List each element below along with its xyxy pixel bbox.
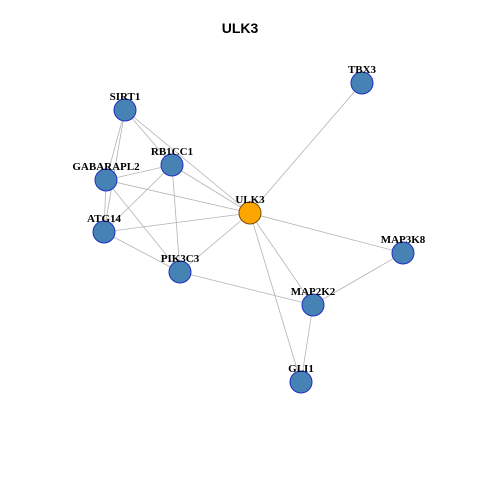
node-rb1cc1: RB1CC1	[151, 146, 193, 177]
node-label: RB1CC1	[151, 146, 193, 158]
node-sirt1: SIRT1	[110, 91, 141, 122]
edge-ulk3-atg14	[103, 212, 251, 233]
node-label: GLI1	[288, 363, 314, 375]
edges-layer	[103, 82, 404, 383]
node-circle	[301, 293, 325, 317]
edge-map3k8-map2k2	[312, 252, 404, 306]
edge-ulk3-sirt1	[124, 109, 251, 214]
node-circle	[391, 241, 415, 265]
node-gli1: GLI1	[288, 363, 314, 394]
edge-ulk3-tbx3	[249, 82, 363, 214]
node-circle	[94, 168, 118, 192]
edge-ulk3-gli1	[249, 212, 302, 383]
edge-sirt1-rb1cc1	[124, 109, 173, 166]
node-label: ATG14	[87, 213, 122, 225]
node-ulk3: ULK3	[235, 194, 265, 225]
edge-rb1cc1-atg14	[103, 164, 173, 233]
node-atg14: ATG14	[87, 213, 122, 244]
edge-ulk3-map3k8	[249, 212, 404, 254]
edge-ulk3-rb1cc1	[171, 164, 251, 214]
node-label: PIK3C3	[161, 253, 200, 265]
node-circle	[92, 220, 116, 244]
node-label: GABARAPL2	[72, 161, 140, 173]
node-pik3c3: PIK3C3	[161, 253, 200, 284]
node-circle	[238, 201, 262, 225]
node-label: TBX3	[348, 64, 377, 76]
node-map3k8: MAP3K8	[381, 234, 426, 265]
edge-atg14-pik3c3	[103, 231, 181, 273]
edge-gabarapl2-pik3c3	[105, 179, 181, 273]
node-circle	[289, 370, 313, 394]
node-tbx3: TBX3	[348, 64, 377, 95]
edge-sirt1-atg14	[103, 109, 126, 233]
nodes-layer: ULK3TBX3SIRT1RB1CC1GABARAPL2ATG14PIK3C3M…	[72, 64, 426, 394]
node-label: MAP2K2	[291, 286, 336, 298]
edge-ulk3-gabarapl2	[105, 179, 251, 214]
edge-ulk3-map2k2	[249, 212, 314, 306]
node-map2k2: MAP2K2	[291, 286, 336, 317]
node-circle	[160, 153, 184, 177]
edge-pik3c3-map2k2	[179, 271, 314, 306]
edge-rb1cc1-pik3c3	[171, 164, 181, 273]
node-label: ULK3	[235, 194, 265, 206]
node-circle	[113, 98, 137, 122]
edge-sirt1-gabarapl2	[105, 109, 126, 181]
node-circle	[168, 260, 192, 284]
edge-ulk3-pik3c3	[179, 212, 251, 273]
node-label: MAP3K8	[381, 234, 426, 246]
node-circle	[350, 71, 374, 95]
node-gabarapl2: GABARAPL2	[72, 161, 140, 192]
edge-map2k2-gli1	[300, 304, 314, 383]
node-label: SIRT1	[110, 91, 141, 103]
graph-title: ULK3	[221, 20, 259, 36]
